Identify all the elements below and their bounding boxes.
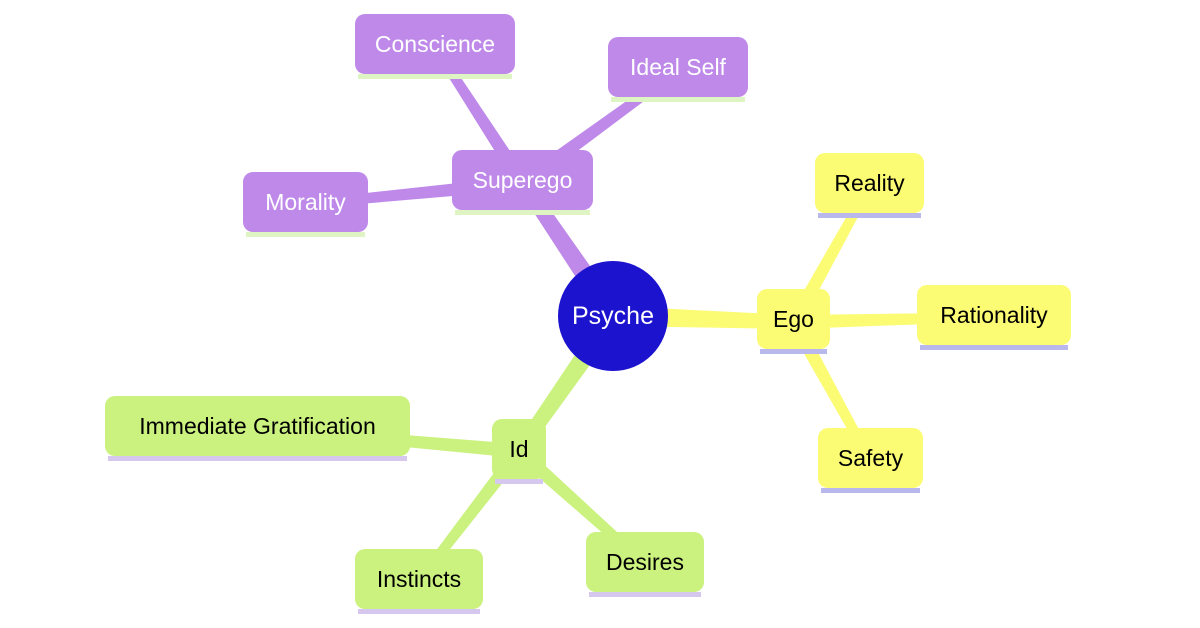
- node-box: Desires: [586, 532, 704, 592]
- node-underline: [108, 456, 407, 461]
- node-box: Immediate Gratification: [105, 396, 410, 456]
- node-underline: [821, 488, 920, 493]
- node-safety: Safety: [818, 428, 923, 493]
- node-label: Desires: [606, 548, 684, 575]
- node-box: Morality: [243, 172, 368, 232]
- node-underline: [760, 349, 827, 354]
- node-label: Ego: [773, 305, 814, 332]
- node-underline: [246, 232, 365, 237]
- node-underline: [495, 479, 543, 484]
- node-underline: [358, 74, 512, 79]
- node-box: Superego: [452, 150, 593, 210]
- node-morality: Morality: [243, 172, 368, 237]
- node-psyche-root: Psyche: [558, 261, 668, 371]
- node-underline: [358, 609, 480, 614]
- node-rationality: Rationality: [917, 285, 1071, 350]
- node-label: Ideal Self: [630, 53, 726, 80]
- node-box: Rationality: [917, 285, 1071, 345]
- node-underline: [589, 592, 701, 597]
- node-underline: [611, 97, 745, 102]
- node-reality: Reality: [815, 153, 924, 218]
- node-underline: [818, 213, 921, 218]
- node-label: Conscience: [374, 30, 496, 57]
- node-label: Superego: [472, 166, 573, 193]
- node-box: Safety: [818, 428, 923, 488]
- node-box: Id: [492, 419, 546, 479]
- node-id: Id: [492, 419, 546, 484]
- node-underline: [920, 345, 1068, 350]
- edge-ego-safety: [787, 318, 874, 463]
- node-underline: [455, 210, 590, 215]
- node-label: Immediate Gratification: [139, 412, 376, 439]
- node-label: Safety: [837, 444, 904, 471]
- node-label: Morality: [265, 188, 346, 215]
- node-label: Instincts: [376, 565, 462, 592]
- node-conscience: Conscience: [355, 14, 515, 79]
- node-box: Instincts: [355, 549, 483, 609]
- node-ideal-self: Ideal Self: [608, 37, 748, 102]
- node-superego: Superego: [452, 150, 593, 215]
- node-box: Reality: [815, 153, 924, 213]
- node-label: Psyche: [572, 301, 654, 330]
- node-ego: Ego: [757, 289, 830, 354]
- node-label: Reality: [834, 169, 905, 196]
- node-instincts: Instincts: [355, 549, 483, 614]
- node-label: Rationality: [940, 301, 1048, 328]
- node-box: Ego: [757, 289, 830, 349]
- node-desires: Desires: [586, 532, 704, 597]
- node-box: Conscience: [355, 14, 515, 74]
- node-immediate-gratification: Immediate Gratification: [105, 396, 410, 461]
- node-label: Id: [509, 435, 529, 462]
- node-box: Ideal Self: [608, 37, 748, 97]
